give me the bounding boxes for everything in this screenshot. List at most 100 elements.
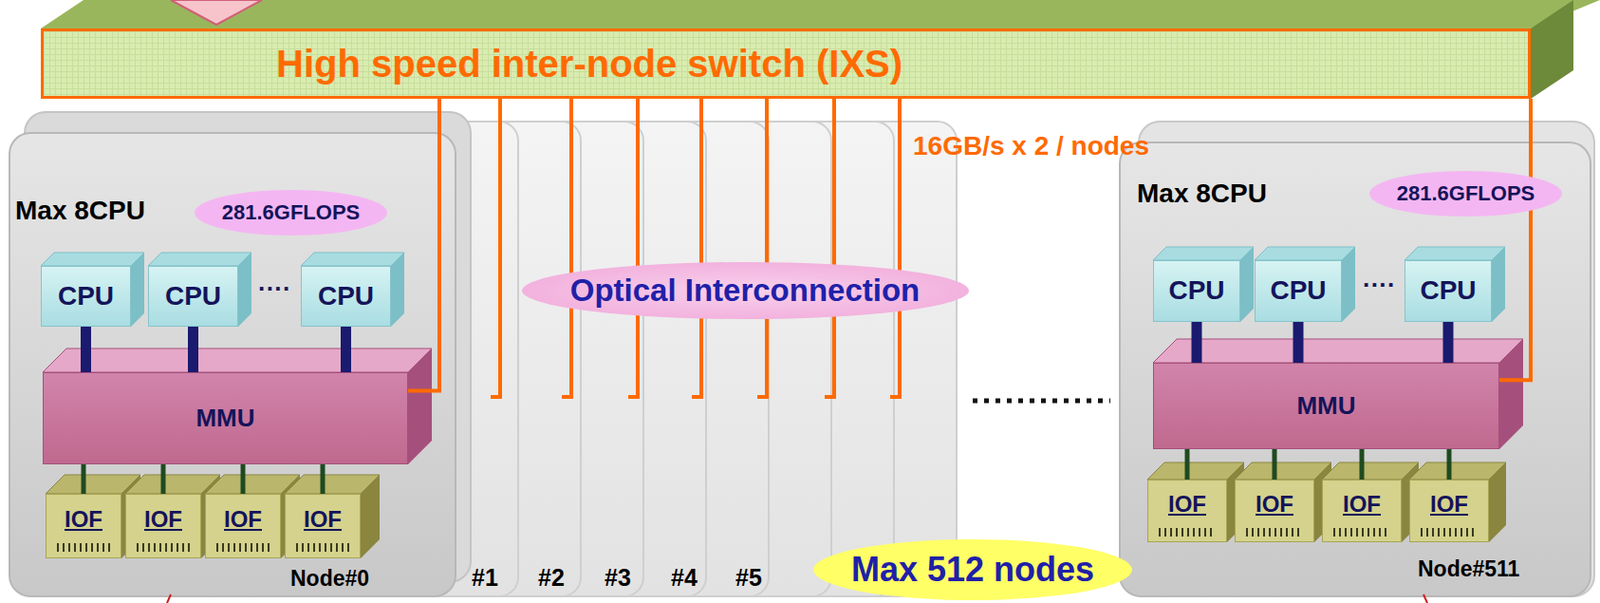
node-chassis-face xyxy=(1119,142,1591,596)
node-number: #4 xyxy=(670,563,698,592)
iof-box: IOF xyxy=(1409,479,1489,542)
node-number: #3 xyxy=(604,563,632,592)
box-label: Max 512 nodes xyxy=(851,549,1095,589)
box-side-face xyxy=(390,252,405,327)
bus-line xyxy=(1359,448,1365,480)
box-label: IOF xyxy=(1168,490,1207,518)
node-chassis: Max 8CPU Node#511 281.6GFLOPS CPU CPU CPU MMU I… xyxy=(1119,142,1591,596)
box-label: Optical Interconnection xyxy=(570,272,921,309)
switch-top-face xyxy=(40,0,1600,29)
bus-line xyxy=(1443,321,1454,363)
box-top-face xyxy=(300,252,405,266)
bus-line xyxy=(340,326,352,373)
box-label: IOF xyxy=(64,505,103,533)
optical-link xyxy=(408,98,440,391)
box-label: CPU xyxy=(317,280,374,312)
box-top-face xyxy=(1321,462,1419,480)
switch-band: High speed inter-node switch (IXS) xyxy=(40,28,1531,99)
badge-ellipse: Max 512 nodes xyxy=(813,539,1133,600)
box-top-face xyxy=(1147,462,1245,480)
iof-box: IOF xyxy=(204,493,281,559)
box-side-face xyxy=(1491,246,1506,322)
mmu-box: MMU xyxy=(1153,362,1500,449)
box-side-face xyxy=(360,474,380,559)
box-top-face xyxy=(1234,462,1332,480)
cpu-box: CPU xyxy=(1254,260,1342,322)
optical-link xyxy=(1499,98,1531,380)
box-label: CPU xyxy=(165,280,222,312)
cpu-box: CPU xyxy=(1404,260,1492,322)
box-top-face xyxy=(1409,462,1507,480)
iof-box: IOF xyxy=(1321,479,1402,542)
node-chassis-face xyxy=(9,132,456,596)
ellipsis-dots: ···· xyxy=(1362,271,1396,300)
box-top-face xyxy=(42,348,432,373)
iof-box: IOF xyxy=(45,493,122,559)
optical-links xyxy=(490,98,900,397)
box-side-face xyxy=(1499,338,1524,449)
iof-box: IOF xyxy=(1147,479,1228,542)
badge-ellipse: 281.6GFLOPS xyxy=(194,189,388,236)
bus-line xyxy=(81,464,87,494)
box-label: 281.6GFLOPS xyxy=(222,200,361,224)
box-label: MMU xyxy=(195,404,255,433)
bus-line xyxy=(187,326,199,373)
box-label: CPU xyxy=(1168,275,1225,306)
bus-line xyxy=(1293,321,1304,363)
bus-line xyxy=(1191,321,1203,363)
box-side-face xyxy=(238,252,252,327)
node-caption: Max 8CPU xyxy=(15,195,146,226)
ellipsis-dots xyxy=(972,398,1111,404)
box-side-face xyxy=(1341,246,1356,322)
box-top-face xyxy=(1153,338,1524,363)
node-caption: Node#511 xyxy=(1417,556,1520,581)
node-chassis: Max 8CPU Node#0 281.6GFLOPS CPU CPU CPU MMU IOF… xyxy=(9,132,456,596)
node-number: #2 xyxy=(538,563,565,592)
cpu-box: CPU xyxy=(300,265,391,327)
iof-box: IOF xyxy=(125,493,202,559)
box-faces xyxy=(40,246,1524,559)
box-label: 281.6GFLOPS xyxy=(1396,181,1536,205)
box-label: CPU xyxy=(1269,275,1326,306)
badge-ellipse: Optical Interconnection xyxy=(521,261,969,319)
bracket-tick xyxy=(1423,594,1428,603)
node-number: #5 xyxy=(735,563,763,592)
box-label: CPU xyxy=(1419,275,1476,306)
cpu-box: CPU xyxy=(1153,260,1241,322)
iof-box: IOF xyxy=(1234,479,1315,542)
bus-line xyxy=(80,326,92,373)
box-label: IOF xyxy=(144,505,183,533)
bus-line xyxy=(241,464,246,494)
node-caption: Node#0 xyxy=(290,565,370,591)
switch-side-face xyxy=(1530,0,1574,99)
box-label: CPU xyxy=(57,280,114,312)
node-caption: Max 8CPU xyxy=(1136,178,1267,209)
bracket-tick xyxy=(167,594,171,603)
arrow-tip xyxy=(170,0,262,25)
cpu-box: CPU xyxy=(148,265,239,327)
box-side-face xyxy=(408,348,432,465)
box-label: IOF xyxy=(303,505,342,533)
bus-line xyxy=(161,464,167,494)
bus-line xyxy=(1447,448,1452,480)
box-top-face xyxy=(1404,246,1506,261)
box-side-face xyxy=(1488,462,1507,542)
badge-ellipse: 281.6GFLOPS xyxy=(1369,170,1563,217)
box-label: MMU xyxy=(1296,391,1356,421)
bus-line xyxy=(320,464,326,494)
bus-line xyxy=(1185,448,1191,480)
mmu-box: MMU xyxy=(42,372,409,465)
box-top-face xyxy=(40,252,145,266)
box-side-face xyxy=(130,252,145,327)
bandwidth-note: 16GB/s x 2 / nodes xyxy=(912,130,1150,162)
box-side-face xyxy=(1240,246,1254,322)
ellipsis-dots: ···· xyxy=(258,275,292,304)
box-label: IOF xyxy=(223,505,262,533)
box-top-face xyxy=(1254,246,1356,261)
bus-line xyxy=(1272,448,1278,480)
box-label: IOF xyxy=(1255,490,1294,518)
iof-box: IOF xyxy=(284,493,361,559)
box-top-face xyxy=(148,252,252,266)
cpu-box: CPU xyxy=(40,265,131,327)
